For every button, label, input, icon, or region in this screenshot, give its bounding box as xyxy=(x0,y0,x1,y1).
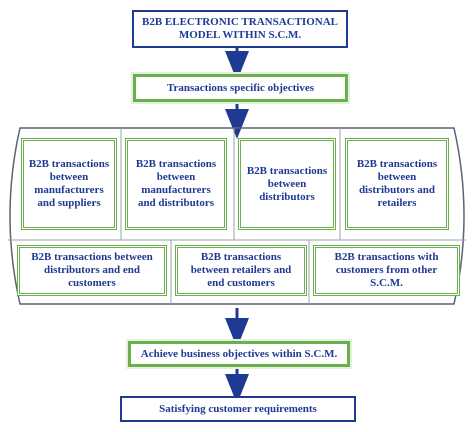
customer-requirements-box: Satisfying customer requirements xyxy=(120,396,356,422)
box-distributors-end-customers: B2B transactions between distributors an… xyxy=(17,245,167,296)
box-manufacturers-distributors: B2B transactions between manufacturers a… xyxy=(125,138,227,230)
box-retailers-end-customers: B2B transactions between retailers and e… xyxy=(175,245,307,296)
achieve-objectives-label: Achieve business objectives within S.C.M… xyxy=(140,347,338,360)
objectives-label: Transactions specific objectives xyxy=(166,81,315,94)
box-manufacturers-suppliers-label: B2B transactions between manufacturers a… xyxy=(28,158,110,209)
title-box: B2B ELECTRONIC TRANSACTIONAL MODEL WITHI… xyxy=(132,10,348,48)
box-customers-other-scm: B2B transactions with customers from oth… xyxy=(313,245,460,296)
box-distributors-label: B2B transactions between distributors xyxy=(246,164,328,203)
box-manufacturers-suppliers: B2B transactions between manufacturers a… xyxy=(21,138,117,230)
box-distributors-end-customers-label: B2B transactions between distributors an… xyxy=(31,251,153,289)
box-manufacturers-distributors-label: B2B transactions between manufacturers a… xyxy=(135,158,217,209)
title-line-2: MODEL WITHIN S.C.M. xyxy=(178,29,302,41)
box-retailers-end-customers-label: B2B transactions between retailers and e… xyxy=(190,251,292,289)
box-distributors: B2B transactions between distributors xyxy=(238,138,336,230)
objectives-box: Transactions specific objectives xyxy=(133,74,348,102)
achieve-objectives-box: Achieve business objectives within S.C.M… xyxy=(128,341,350,367)
box-customers-other-scm-label: B2B transactions with customers from oth… xyxy=(334,251,439,289)
group-frame xyxy=(9,127,465,305)
title-line-1: B2B ELECTRONIC TRANSACTIONAL xyxy=(141,16,338,28)
customer-requirements-label: Satisfying customer requirements xyxy=(159,402,317,415)
box-distributors-retailers-label: B2B transactions between distributors an… xyxy=(356,158,438,209)
box-distributors-retailers: B2B transactions between distributors an… xyxy=(345,138,449,230)
